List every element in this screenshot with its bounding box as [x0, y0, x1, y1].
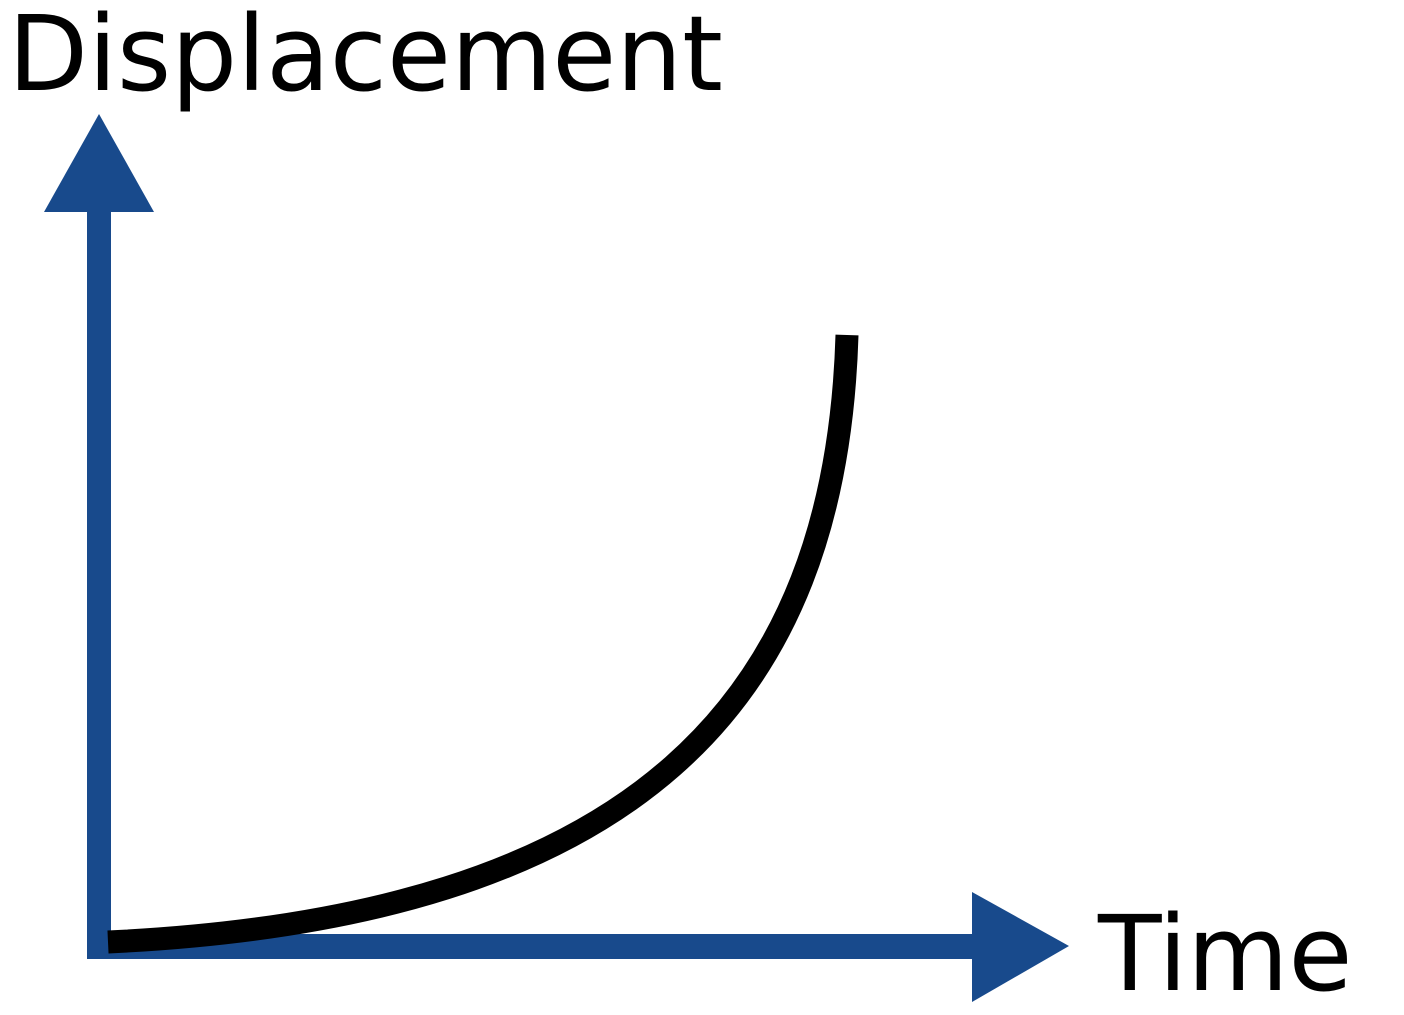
- x-axis-label: Time: [1098, 893, 1353, 1015]
- y-axis-line: [87, 200, 111, 959]
- displacement-curve: [107, 334, 859, 954]
- y-axis-arrowhead: [44, 114, 154, 212]
- y-axis-label: Displacement: [8, 0, 723, 115]
- x-axis-arrowhead: [972, 892, 1069, 1002]
